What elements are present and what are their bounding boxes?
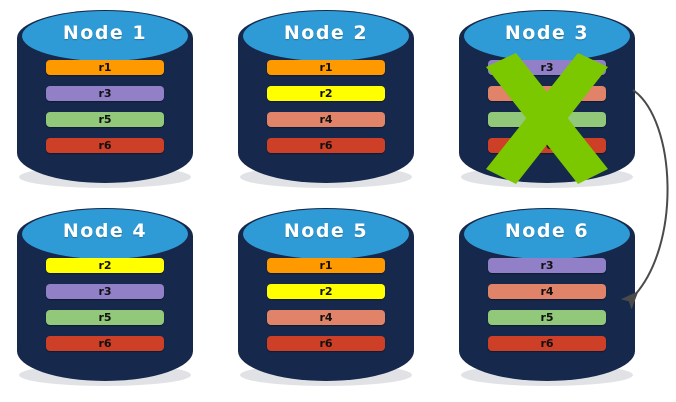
- record-label: r5: [98, 113, 112, 126]
- record-label: r6: [540, 337, 554, 350]
- record-bar-r4[interactable]: r4: [488, 86, 606, 101]
- record-label: r6: [319, 337, 333, 350]
- record-bar-r2[interactable]: r2: [267, 284, 385, 299]
- record-label: r2: [319, 87, 333, 100]
- record-label: r4: [319, 113, 333, 126]
- record-label: r5: [540, 113, 554, 126]
- record-bar-r4[interactable]: r4: [267, 112, 385, 127]
- record-list: r1 r2 r4 r6: [267, 258, 385, 362]
- record-label: r3: [540, 259, 554, 272]
- record-bar-r6[interactable]: r6: [46, 336, 164, 351]
- record-label: r1: [98, 61, 112, 74]
- record-list: r1 r3 r5 r6: [46, 60, 164, 164]
- record-label: r1: [319, 61, 333, 74]
- record-bar-r4[interactable]: r4: [267, 310, 385, 325]
- record-bar-r3[interactable]: r3: [46, 86, 164, 101]
- record-list: r3 r4 r5 r6: [488, 258, 606, 362]
- record-label: r2: [98, 259, 112, 272]
- record-label: r6: [98, 139, 112, 152]
- record-bar-r4[interactable]: r4: [488, 284, 606, 299]
- record-bar-r5[interactable]: r5: [46, 310, 164, 325]
- record-list: r3 r4 r5 r6: [488, 60, 606, 164]
- record-label: r5: [98, 311, 112, 324]
- record-label: r1: [319, 259, 333, 272]
- record-bar-r3[interactable]: r3: [46, 284, 164, 299]
- record-bar-r6[interactable]: r6: [46, 138, 164, 153]
- record-bar-r5[interactable]: r5: [488, 310, 606, 325]
- record-bar-r1[interactable]: r1: [267, 60, 385, 75]
- record-label: r3: [98, 285, 112, 298]
- record-bar-r6[interactable]: r6: [267, 138, 385, 153]
- record-label: r4: [319, 311, 333, 324]
- record-bar-r5[interactable]: r5: [46, 112, 164, 127]
- record-label: r4: [540, 285, 554, 298]
- record-list: r2 r3 r5 r6: [46, 258, 164, 362]
- record-list: r1 r2 r4 r6: [267, 60, 385, 164]
- record-bar-r1[interactable]: r1: [46, 60, 164, 75]
- record-label: r2: [319, 285, 333, 298]
- record-bar-r3[interactable]: r3: [488, 258, 606, 273]
- record-label: r4: [540, 87, 554, 100]
- record-bar-r2[interactable]: r2: [46, 258, 164, 273]
- record-bar-r6[interactable]: r6: [488, 138, 606, 153]
- record-bar-r6[interactable]: r6: [488, 336, 606, 351]
- record-bar-r5[interactable]: r5: [488, 112, 606, 127]
- record-label: r6: [98, 337, 112, 350]
- record-label: r6: [319, 139, 333, 152]
- record-bar-r3[interactable]: r3: [488, 60, 606, 75]
- record-label: r3: [98, 87, 112, 100]
- record-label: r6: [540, 139, 554, 152]
- record-label: r3: [540, 61, 554, 74]
- record-bar-r6[interactable]: r6: [267, 336, 385, 351]
- record-label: r5: [540, 311, 554, 324]
- record-bar-r2[interactable]: r2: [267, 86, 385, 101]
- record-bar-r1[interactable]: r1: [267, 258, 385, 273]
